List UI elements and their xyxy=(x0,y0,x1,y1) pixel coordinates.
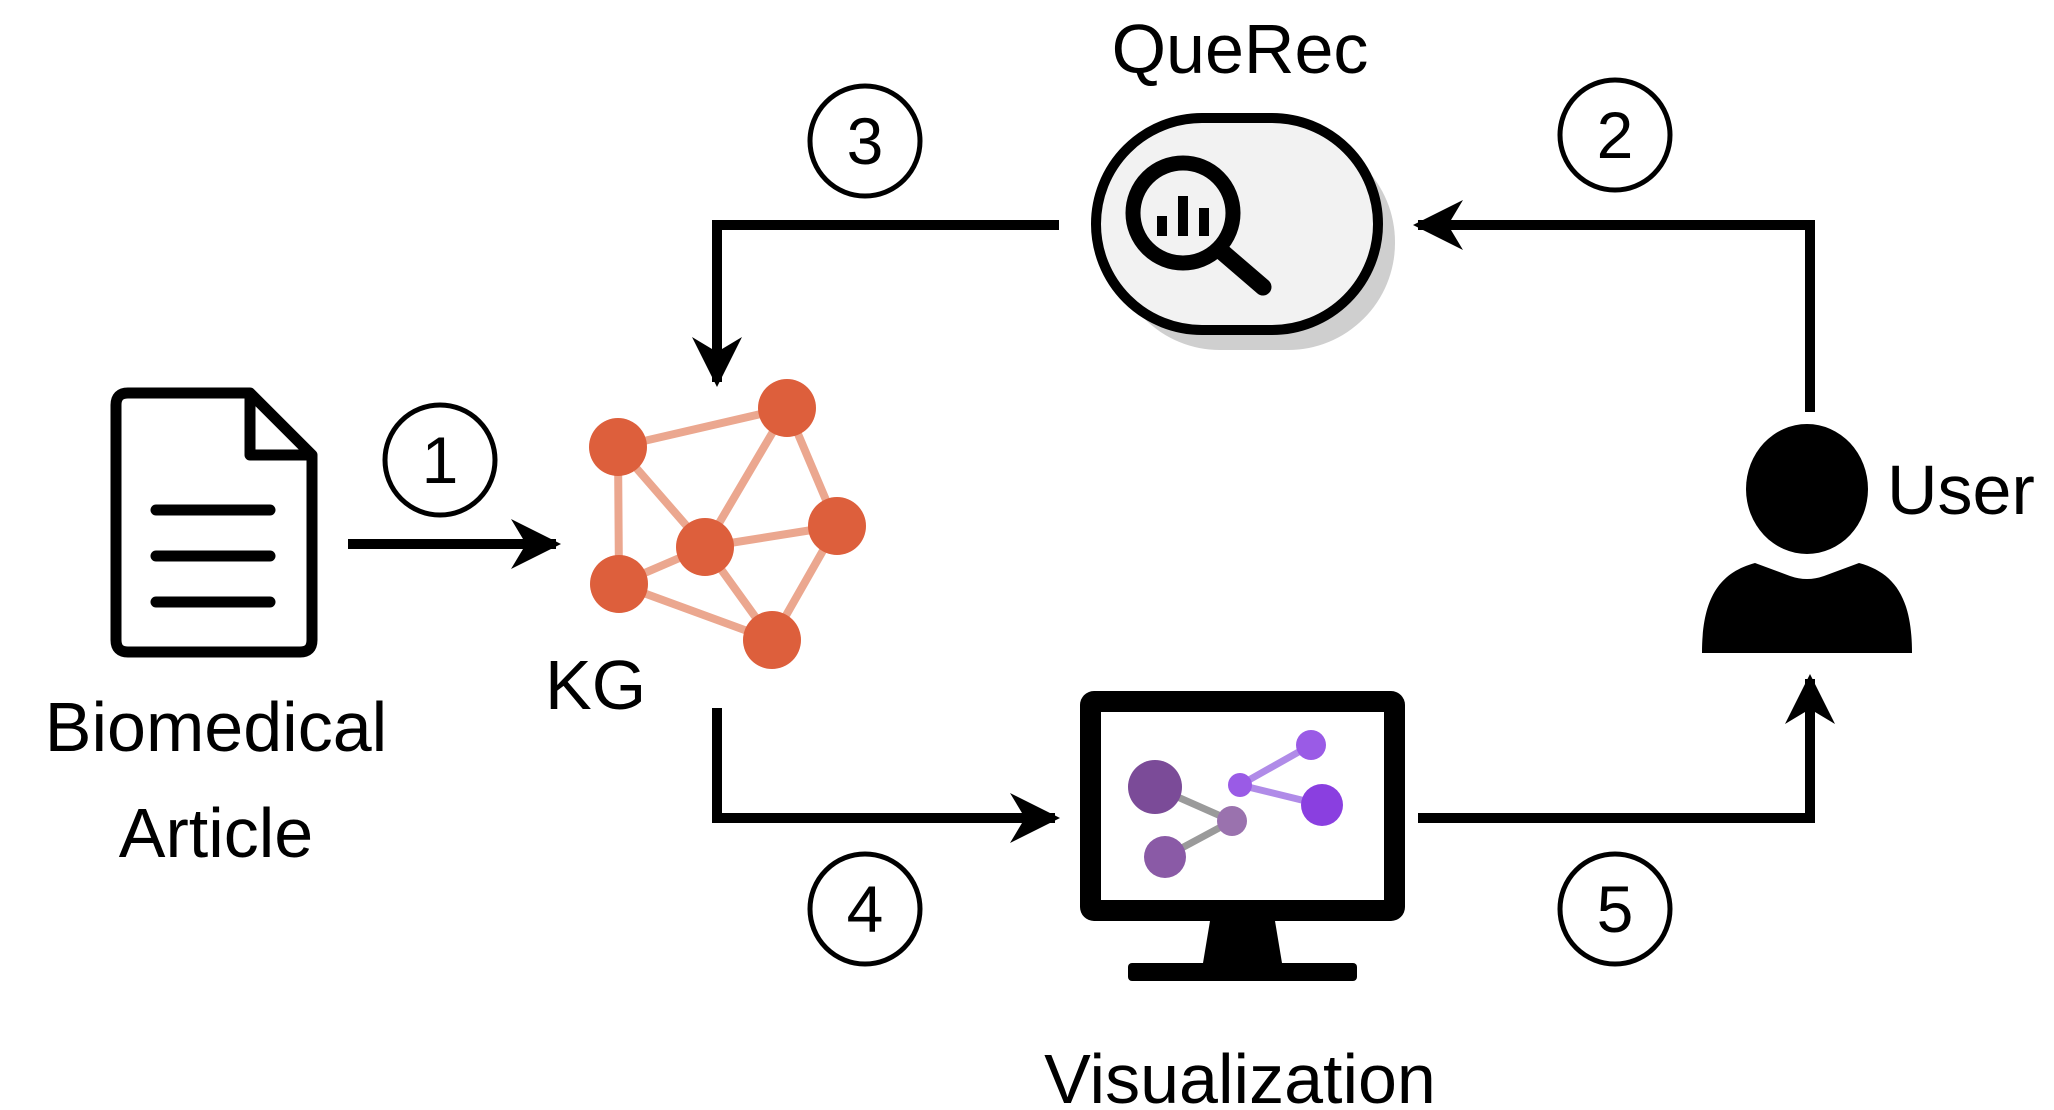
viz-node xyxy=(1228,773,1252,797)
kg-node xyxy=(808,497,866,555)
step-number-3: 3 xyxy=(846,104,884,178)
article-label-line1: Biomedical xyxy=(44,688,388,766)
viz-node xyxy=(1144,836,1186,878)
monitor-base xyxy=(1128,963,1357,981)
step-number-2: 2 xyxy=(1596,98,1634,172)
arrow-user-to-querec xyxy=(1413,200,1815,412)
monitor-stand xyxy=(1203,921,1282,963)
arrow-querec-to-kg xyxy=(692,220,1059,387)
viz-node xyxy=(1217,806,1247,836)
viz-node xyxy=(1296,730,1326,760)
viz-node xyxy=(1128,760,1182,814)
arrow-kg-to-visualization xyxy=(712,708,1060,843)
step-number-4: 4 xyxy=(846,872,884,946)
user-label: User xyxy=(1887,451,2035,529)
kg-node xyxy=(590,555,648,613)
arrow-visualization-to-user xyxy=(1418,674,1835,823)
querec-label: QueRec xyxy=(1111,10,1369,88)
step-number-1: 1 xyxy=(421,423,459,497)
kg-node xyxy=(743,611,801,669)
step-circle-2 xyxy=(1557,77,1673,193)
step-circle-5 xyxy=(1557,851,1673,967)
step-circle-4 xyxy=(807,851,923,967)
kg-node xyxy=(589,418,647,476)
visualization-label: Visualization xyxy=(1044,1040,1436,1110)
kg-label: KG xyxy=(545,646,647,724)
step-circle-3 xyxy=(807,83,923,199)
person-icon xyxy=(1702,424,1912,653)
step-circle-1 xyxy=(382,402,498,518)
viz-node xyxy=(1301,784,1343,826)
magnifier-chart-icon xyxy=(1091,113,1395,350)
kg-node xyxy=(758,379,816,437)
knowledge-graph-icon xyxy=(589,379,866,669)
article-label-line2: Article xyxy=(118,794,314,872)
step-number-5: 5 xyxy=(1596,872,1634,946)
kg-node xyxy=(676,518,734,576)
document-icon xyxy=(110,387,318,658)
monitor-graph-icon xyxy=(1080,691,1405,981)
